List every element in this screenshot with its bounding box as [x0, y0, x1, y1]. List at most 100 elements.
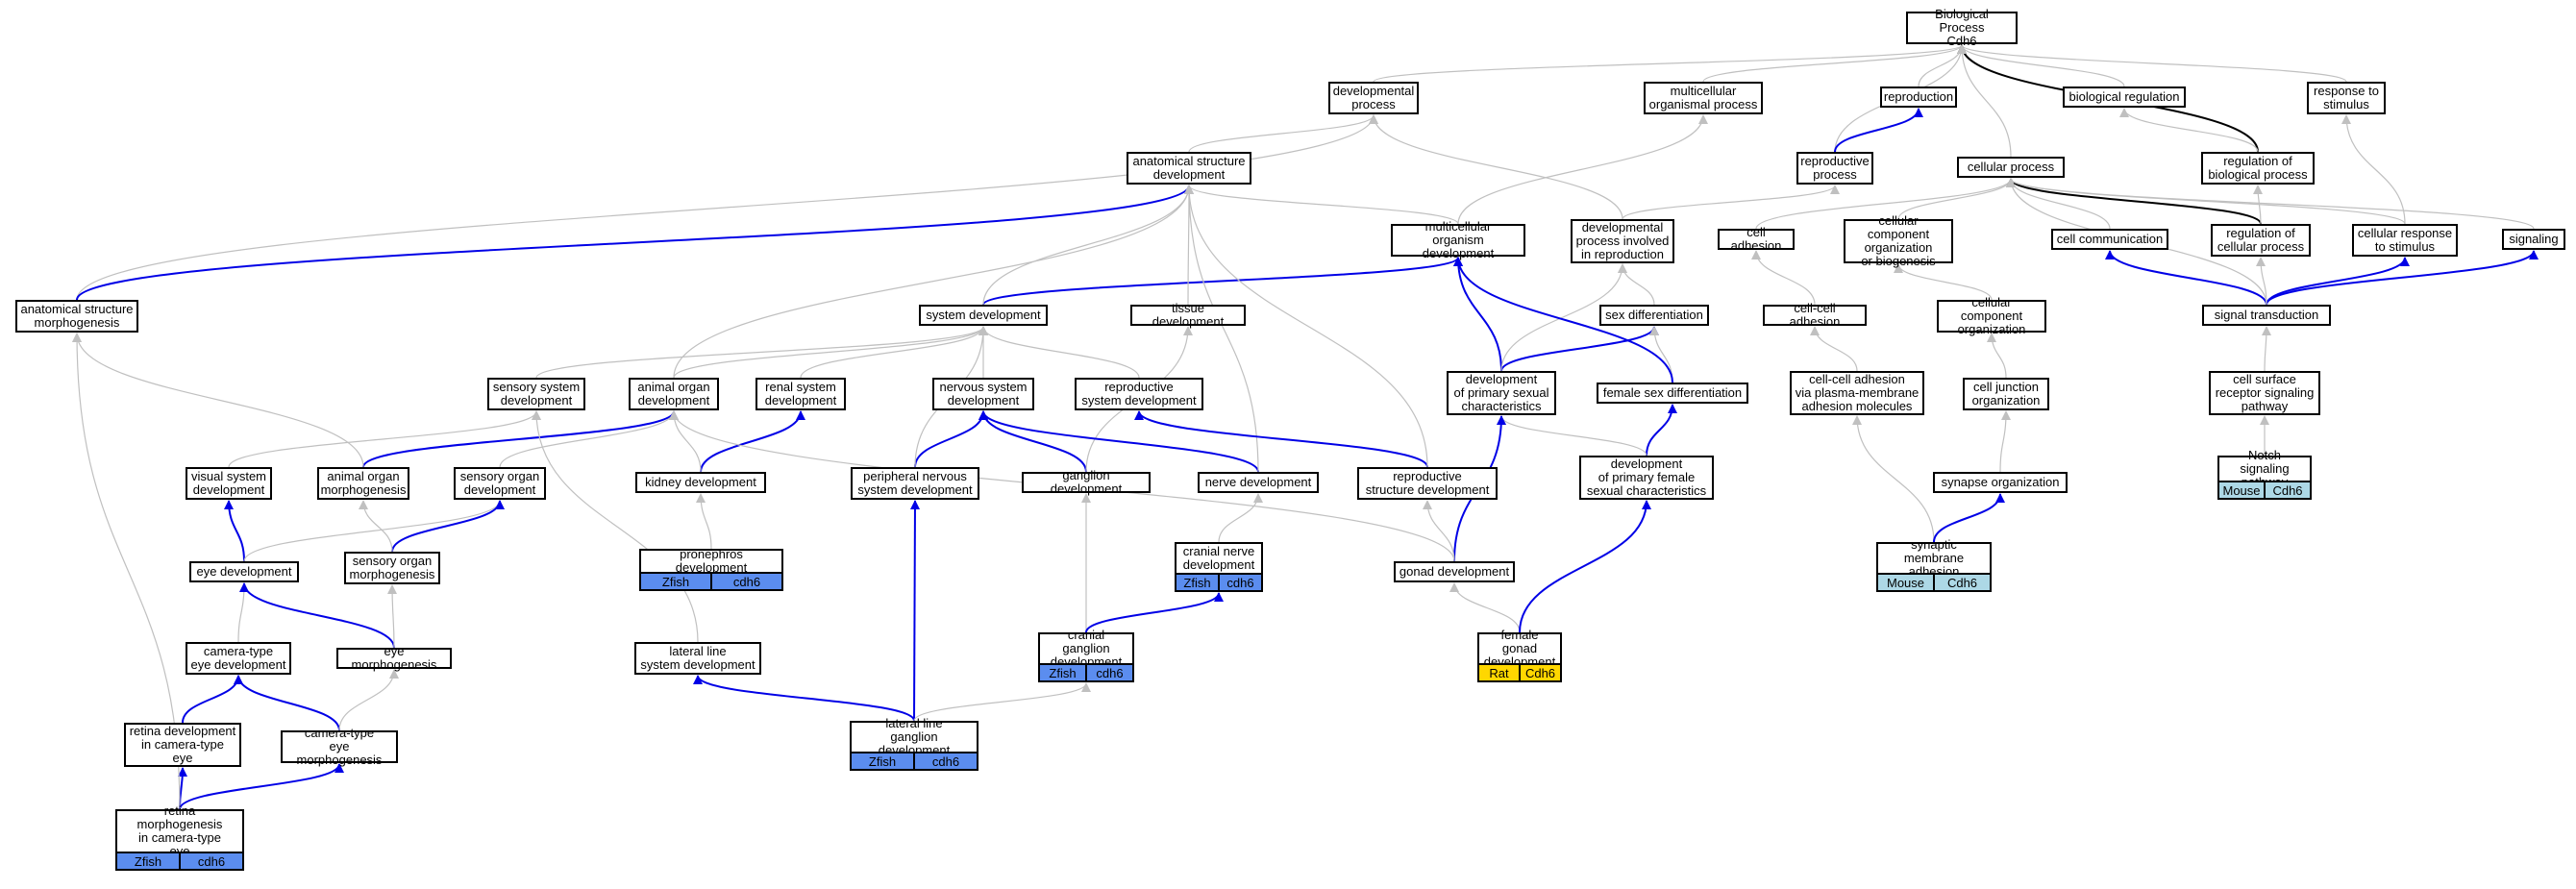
annotation-gene: Cdh6 [1521, 663, 1562, 682]
go-term-sod[interactable]: sensory organ development [454, 467, 546, 500]
go-term-fgd[interactable]: female gonad development [1477, 629, 1562, 669]
edge-is_a [913, 682, 1091, 722]
go-term-respstim[interactable]: response to stimulus [2307, 82, 2386, 114]
go-term-eyedev[interactable]: eye development [189, 561, 299, 582]
go-term-aod[interactable]: animal organ development [629, 378, 719, 410]
edge-is_a [499, 410, 679, 468]
go-term-fsd[interactable]: female sex differentiation [1597, 383, 1748, 404]
go-term-asm[interactable]: anatomical structure morphogenesis [15, 300, 138, 333]
edge-is_a [1184, 185, 1428, 468]
edge-is_a [1987, 333, 2007, 379]
go-term-celladh[interactable]: cell adhesion [1718, 226, 1795, 253]
go-term-regcell[interactable]: regulation of cellular process [2211, 224, 2311, 257]
annotation-species: Zfish [115, 852, 181, 871]
edge-is_a [76, 114, 1378, 301]
go-term-cted[interactable]: camera-type eye development [186, 642, 291, 675]
edge-part_of [914, 410, 988, 468]
go-term-signaling[interactable]: signaling [2502, 229, 2565, 250]
go-term-vsd[interactable]: visual system development [186, 467, 272, 500]
edge-is_a [1497, 415, 1647, 457]
go-term-dpfsc[interactable]: development of primary female sexual cha… [1579, 456, 1714, 500]
go-term-cnd[interactable]: cranial nerve development [1175, 542, 1263, 575]
edge-part_of [182, 675, 243, 724]
edge-is_a [1500, 263, 1627, 372]
go-term-notch[interactable]: Notch signaling pathway [2217, 449, 2312, 489]
go-term-reproproc[interactable]: reproductive process [1796, 152, 1873, 185]
edge-part_of [2105, 250, 2267, 306]
go-term-tissuedev[interactable]: tissue development [1130, 302, 1246, 329]
go-term-multiorg[interactable]: multicellular organismal process [1644, 82, 1763, 114]
go-term-rdcte[interactable]: retina development in camera-type eye [124, 723, 241, 767]
go-term-som[interactable]: sensory organ morphogenesis [344, 552, 440, 584]
go-term-synorg[interactable]: synapse organization [1933, 472, 2068, 493]
go-term-rmcte[interactable]: retina morphogenesis in camera-type eye [115, 804, 244, 858]
edge-part_of [1519, 500, 1651, 633]
go-term-sma[interactable]: synaptic membrane adhesion [1876, 538, 1992, 579]
go-term-dpsc[interactable]: development of primary sexual characteri… [1447, 371, 1556, 415]
edge-part_of [362, 410, 679, 468]
edge-is_a [673, 185, 1194, 379]
go-term-ccob[interactable]: cellular component organization or bioge… [1844, 214, 1953, 268]
annotation-species: Zfish [1175, 573, 1220, 592]
annotation-gene: cdh6 [915, 752, 978, 771]
go-term-cco[interactable]: cellular component organization [1937, 296, 2046, 336]
go-term-gonad[interactable]: gonad development [1394, 561, 1515, 582]
edge-part_of [1453, 257, 1502, 372]
go-term-cellcomm[interactable]: cell communication [2051, 229, 2168, 250]
edge-part_of [978, 410, 1259, 473]
edge-is_a [2006, 178, 2406, 225]
go-term-renal[interactable]: renal system development [755, 378, 846, 410]
go-term-nsd[interactable]: nervous system development [932, 378, 1034, 410]
go-term-rsd[interactable]: reproductive system development [1075, 378, 1203, 410]
go-term-gangdev[interactable]: ganglion development [1022, 469, 1151, 496]
go-term-dpir[interactable]: developmental process involved in reprod… [1571, 219, 1674, 263]
go-term-csrsp[interactable]: cell surface receptor signaling pathway [2209, 371, 2320, 415]
go-term-cgd[interactable]: cranial ganglion development [1038, 629, 1134, 669]
go-term-aom[interactable]: animal organ morphogenesis [317, 467, 409, 500]
go-term-ccadh[interactable]: cell-cell adhesion [1763, 302, 1867, 329]
go-term-ctem[interactable]: camera-type eye morphogenesis [281, 727, 398, 767]
edge-is_a [1218, 493, 1263, 543]
go-term-sensysdev[interactable]: sensory system development [487, 378, 585, 410]
annotation-species: Mouse [1876, 573, 1935, 592]
annotation-gene: Cdh6 [1935, 573, 1992, 592]
edge-is_a [2006, 178, 2535, 230]
go-term-kidney[interactable]: kidney development [635, 472, 766, 493]
edge-is_a [1457, 114, 1708, 225]
go-term-sysdev[interactable]: system development [919, 305, 1048, 326]
go-term-bioreg[interactable]: biological regulation [2063, 86, 2186, 108]
edge-is_a [243, 500, 505, 562]
go-term-llsd[interactable]: lateral line system development [634, 642, 761, 675]
edge-is_a [1622, 185, 1840, 220]
go-term-regbio[interactable]: regulation of biological process [2201, 152, 2315, 185]
annotation-gene: Cdh6 [2266, 481, 2312, 500]
go-term-cellresp[interactable]: cellular response to stimulus [2352, 224, 2458, 257]
edge-part_of [1646, 404, 1677, 457]
go-term-devproc[interactable]: developmental process [1328, 82, 1419, 114]
edge-is_a [535, 326, 988, 379]
edge-is_a [237, 582, 249, 643]
go-term-ccapm[interactable]: cell-cell adhesion via plasma-membrane a… [1790, 371, 1924, 415]
annotation-gene: cdh6 [712, 572, 783, 591]
go-term-sigtrans[interactable]: signal transduction [2202, 305, 2331, 326]
go-term-bp[interactable]: Biological Process Cdh6 [1906, 8, 2018, 48]
go-term-reproduction[interactable]: reproduction [1880, 86, 1957, 108]
go-term-eyemorph[interactable]: eye morphogenesis [336, 645, 452, 672]
go-term-llgd[interactable]: lateral line ganglion development [850, 717, 978, 757]
go-term-asd[interactable]: anatomical structure development [1127, 152, 1251, 185]
go-term-rstd[interactable]: reproductive structure development [1357, 467, 1498, 500]
edge-is_a [1702, 44, 1967, 83]
go-term-pronephros[interactable]: pronephros development [639, 548, 783, 575]
go-term-cjo[interactable]: cell junction organization [1963, 378, 2049, 410]
edge-is_a [338, 669, 399, 731]
edge-is_a [359, 500, 393, 553]
edge-is_a [1184, 185, 1459, 225]
go-term-sexdiff[interactable]: sex differentiation [1599, 305, 1709, 326]
go-term-nervedev[interactable]: nerve development [1198, 472, 1319, 493]
go-term-pnsd[interactable]: peripheral nervous system development [851, 467, 979, 500]
go-term-mcod[interactable]: multicellular organism development [1391, 220, 1525, 260]
edge-part_of [1500, 326, 1659, 372]
go-term-cellproc[interactable]: cellular process [1957, 157, 2065, 178]
